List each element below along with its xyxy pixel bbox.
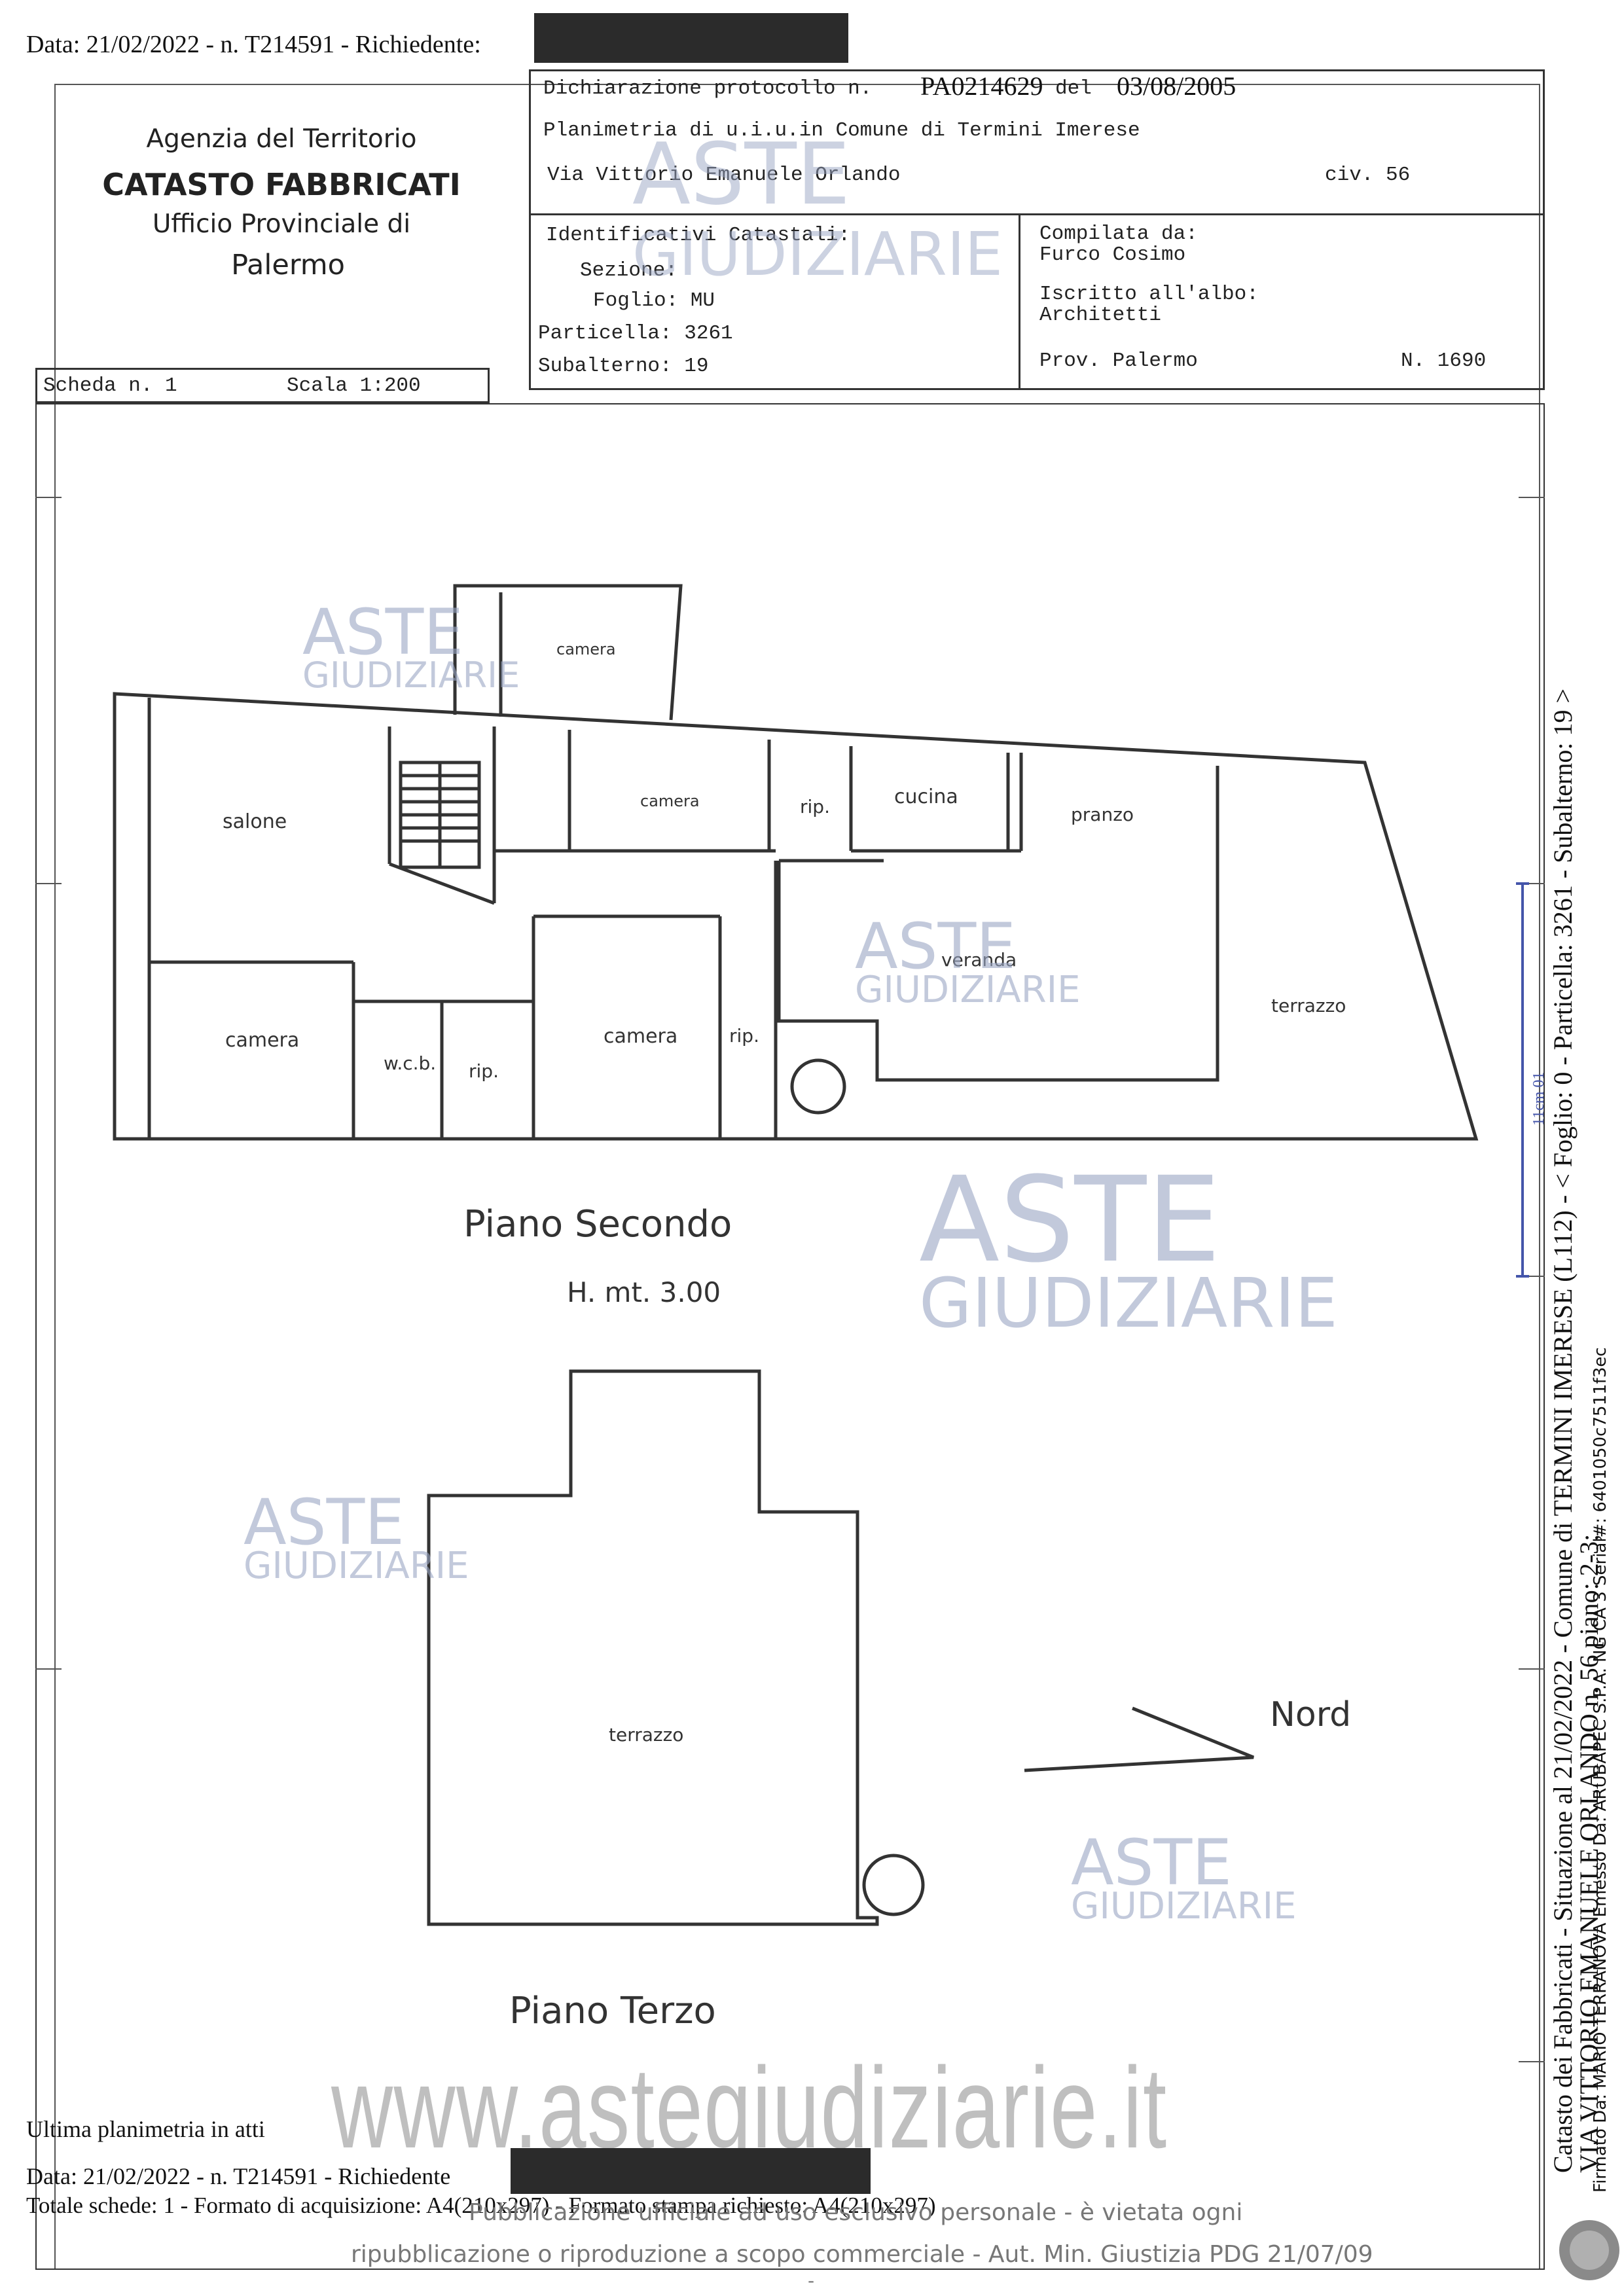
redacted-name-top <box>534 13 848 63</box>
watermark-giudiziarie-6: GIUDIZIARIE <box>1071 1885 1297 1928</box>
particella-label: Particella: 3261 <box>538 322 733 345</box>
footer-dash: - <box>808 2270 815 2291</box>
room-camera-left: camera <box>225 1029 300 1052</box>
watermark-aste-1: ASTE <box>302 596 463 669</box>
room-camera-center: camera <box>604 1025 678 1048</box>
agency-label: Agenzia del Territorio <box>146 124 417 154</box>
office-label: Ufficio Provinciale di <box>152 209 411 239</box>
room-terrazzo: terrazzo <box>1271 995 1346 1016</box>
room-salone: salone <box>223 810 287 833</box>
room-camera-top: camera <box>556 640 616 658</box>
watermark-giudiziarie-2: GIUDIZIARIE <box>632 219 1003 289</box>
north-label: Nord <box>1270 1695 1352 1734</box>
room-veranda: veranda <box>941 949 1017 971</box>
compilata-label: Compilata da: <box>1039 223 1198 245</box>
watermark-aste-6: ASTE <box>1071 1826 1232 1899</box>
identificativi-label: Identificativi Catastali: <box>546 224 851 247</box>
request-line-top: Data: 21/02/2022 - n. T214591 - Richiede… <box>26 31 481 58</box>
footer-totale: Totale schede: 1 - Formato di acquisizio… <box>26 2193 936 2218</box>
watermark-giudiziarie-3: GIUDIZIARIE <box>855 969 1081 1011</box>
watermark-aste-3: ASTE <box>855 910 1016 983</box>
redacted-name-bottom <box>511 2148 871 2194</box>
watermark-aste-2: ASTE <box>632 124 850 224</box>
address-line: Via Vittorio Emanuele Orlando <box>547 164 901 187</box>
room-wcb: w.c.b. <box>384 1052 437 1074</box>
footer-ultima: Ultima planimetria in atti <box>26 2116 265 2142</box>
province-label: Palermo <box>231 249 345 281</box>
drawing-frame <box>35 403 1545 2270</box>
floor2-height: H. mt. 3.00 <box>567 1276 721 1308</box>
dichiarazione-label: Dichiarazione protocollo n. <box>543 77 873 100</box>
footer-pub-line2: ripubblicazione o riproduzione a scopo c… <box>351 2241 1373 2268</box>
floor3-title: Piano Terzo <box>509 1990 716 2032</box>
catasto-title: CATASTO FABBRICATI <box>102 167 461 202</box>
side-scale-mark: 11cm 01 <box>1530 1071 1547 1126</box>
scheda-box <box>35 368 490 403</box>
civ-number: civ. 56 <box>1325 164 1411 187</box>
albo-name: Architetti <box>1039 304 1162 327</box>
room-camera-mid: camera <box>640 792 700 810</box>
watermark-giudiziarie-1: GIUDIZIARIE <box>302 655 520 696</box>
sezione-label: Sezione: <box>580 259 677 282</box>
room-rip-3: rip. <box>729 1025 759 1047</box>
watermark-giudiziarie-4: GIUDIZIARIE <box>919 1263 1338 1343</box>
foglio-label: Foglio: MU <box>593 289 715 312</box>
watermark-giudiziarie-5: GIUDIZIARIE <box>244 1545 469 1587</box>
protocollo-date: 03/08/2005 <box>1117 71 1236 101</box>
room-pranzo: pranzo <box>1071 804 1134 825</box>
footer-request-line: Data: 21/02/2022 - n. T214591 - Richiede… <box>26 2163 451 2189</box>
side-signed-line: Firmato Da: MARIO TERRANOVA Emesso Da: A… <box>1591 1347 1610 2193</box>
header-vdivider <box>1019 213 1020 390</box>
room-rip-1: rip. <box>800 796 830 817</box>
iscritto-label: Iscritto all'albo: <box>1039 283 1259 306</box>
room-rip-2: rip. <box>469 1060 499 1082</box>
header-divider <box>529 213 1545 215</box>
header-box <box>529 69 1545 390</box>
room-cucina: cucina <box>894 785 958 808</box>
protocollo-number: PA0214629 <box>920 71 1043 101</box>
del-label: del <box>1055 77 1092 100</box>
scala-label: Scala 1:200 <box>287 374 421 397</box>
numero-albo: N. 1690 <box>1401 350 1487 372</box>
watermark-aste-5: ASTE <box>244 1486 405 1559</box>
floor2-title: Piano Secondo <box>463 1203 732 1246</box>
planimetria-line: Planimetria di u.i.u.in Comune di Termin… <box>543 119 1140 142</box>
room-terrazzo-top: terrazzo <box>609 1724 684 1746</box>
compilatore-name: Furco Cosimo <box>1039 243 1186 266</box>
scheda-label: Scheda n. 1 <box>43 374 177 397</box>
subalterno-label: Subalterno: 19 <box>538 355 709 378</box>
watermark-aste-4: ASTE <box>919 1152 1221 1289</box>
prov-label: Prov. Palermo <box>1039 350 1198 372</box>
footer-pub-line1: Pubblicazione ufficiale ad uso esclusivo… <box>469 2199 1243 2226</box>
